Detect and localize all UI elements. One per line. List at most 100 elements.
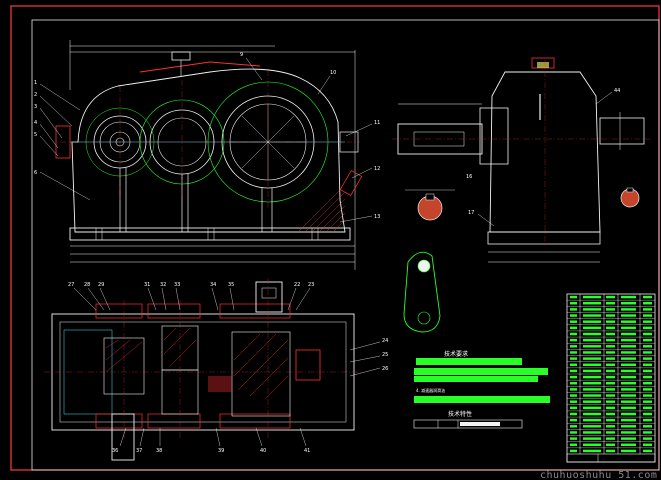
- svg-text:1: 1: [34, 80, 37, 86]
- title-block-cell-text: [643, 375, 652, 379]
- title-block-cell-text: [643, 314, 652, 317]
- title-block-cell-text: [583, 363, 601, 366]
- tech-requirements-title: 技术要求: [444, 350, 468, 358]
- svg-text:4: 4: [34, 120, 37, 126]
- title-block-cell-text: [570, 332, 577, 336]
- vent-plug: [171, 51, 191, 61]
- title-block-cell-text: [606, 326, 615, 330]
- title-block-cell-text: [621, 295, 636, 299]
- inspection-cover: [139, 61, 261, 73]
- title-block-cell-text: [570, 369, 577, 373]
- technical-notes: 技术要求 4. 减速器润滑油 技术特性: [413, 350, 550, 429]
- title-block-cell-text: [621, 302, 636, 305]
- title-block-cell-text: [643, 443, 652, 446]
- top-center-lines: [44, 278, 362, 440]
- top-input-shaft: [111, 413, 135, 461]
- title-block-cell-text: [583, 375, 601, 379]
- title-block-cell-text: [621, 425, 636, 428]
- housing-outline: [71, 68, 346, 233]
- title-block-cell-text: [583, 338, 601, 342]
- title-block-cell-text: [643, 369, 652, 373]
- note-line-3: [414, 376, 538, 382]
- title-block-cell-text: [643, 338, 652, 342]
- svg-text:17: 17: [468, 210, 474, 216]
- top-gear-sections: [103, 325, 321, 417]
- title-block-cell-text: [621, 363, 636, 366]
- title-block-cell-text: [570, 295, 577, 299]
- svg-text:23: 23: [308, 282, 314, 288]
- title-block-cell-text: [621, 326, 636, 330]
- front-bottom-dimensions: [70, 245, 355, 263]
- note-line-1: [416, 358, 522, 365]
- title-block-cell-text: [621, 308, 636, 311]
- title-block-cell-text: [643, 437, 652, 440]
- title-block-cell-text: [583, 406, 601, 410]
- title-block-cell-text: [570, 375, 577, 379]
- svg-text:34: 34: [210, 282, 216, 288]
- title-block-cell-text: [570, 382, 577, 385]
- title-block-cell-text: [606, 382, 615, 385]
- svg-text:29: 29: [98, 282, 104, 288]
- title-block-cell-text: [583, 449, 601, 453]
- title-block-cell-text: [606, 394, 615, 397]
- svg-text:32: 32: [160, 282, 166, 288]
- title-block-cell-text: [643, 332, 652, 336]
- title-block-cell-text: [621, 412, 636, 416]
- title-block-cell-text: [643, 295, 652, 299]
- title-block-cell-text: [606, 425, 615, 428]
- title-block-cell-text: [606, 351, 615, 354]
- title-block-cell-text: [570, 357, 577, 360]
- svg-text:35: 35: [228, 282, 234, 288]
- title-block-cell-text: [606, 412, 615, 416]
- side-dimensions: [398, 103, 600, 263]
- title-block-cell-text: [621, 369, 636, 373]
- title-block-cell-text: [606, 338, 615, 342]
- svg-text:6: 6: [34, 170, 37, 176]
- title-block-cell-text: [643, 406, 652, 410]
- title-block-cell-text: [583, 437, 601, 440]
- title-block-cell-text: [583, 400, 601, 403]
- svg-text:41: 41: [304, 448, 310, 454]
- title-block-cell-text: [583, 314, 601, 317]
- title-block-cell-text: [570, 363, 577, 366]
- svg-text:22: 22: [294, 282, 300, 288]
- top-output-shaft: [255, 281, 283, 313]
- svg-text:24: 24: [382, 338, 388, 344]
- title-block-cell-text: [621, 357, 636, 360]
- title-block-cell-text: [583, 418, 601, 422]
- title-block-cell-text: [643, 388, 652, 391]
- oil-gauge: [339, 169, 363, 197]
- title-block-cell-text: [570, 394, 577, 397]
- title-block-cell-text: [621, 320, 636, 323]
- title-block-cell-text: [643, 382, 652, 385]
- title-block-cell-text: [606, 320, 615, 323]
- watermark-text: chuhuoshuhu 51.com: [540, 470, 657, 480]
- title-block-cell-text: [643, 302, 652, 305]
- title-block-cell-text: [570, 345, 577, 348]
- svg-text:5: 5: [34, 132, 37, 138]
- title-block-cell-text: [643, 394, 652, 397]
- svg-text:16: 16: [466, 174, 472, 180]
- title-block-cell-text: [621, 418, 636, 422]
- title-block-cell-text: [606, 314, 615, 317]
- title-block-cell-text: [621, 345, 636, 348]
- svg-text:25: 25: [382, 352, 388, 358]
- svg-text:9: 9: [240, 52, 243, 58]
- title-block-cell-text: [570, 443, 577, 446]
- title-block-cell-text: [643, 418, 652, 422]
- title-block-cell-text: [643, 351, 652, 354]
- svg-text:33: 33: [174, 282, 180, 288]
- title-block-cell-text: [621, 437, 636, 440]
- title-block-cell-text: [570, 425, 577, 428]
- title-block-cell-text: [583, 345, 601, 348]
- title-block-cell-text: [643, 326, 652, 330]
- front-leaders: [39, 57, 373, 223]
- note-item-4: 4. 减速器润滑油: [416, 387, 445, 393]
- title-block: [566, 293, 656, 463]
- title-block-cell-text: [606, 369, 615, 373]
- title-block-cell-text: [621, 406, 636, 410]
- svg-text:36: 36: [112, 448, 118, 454]
